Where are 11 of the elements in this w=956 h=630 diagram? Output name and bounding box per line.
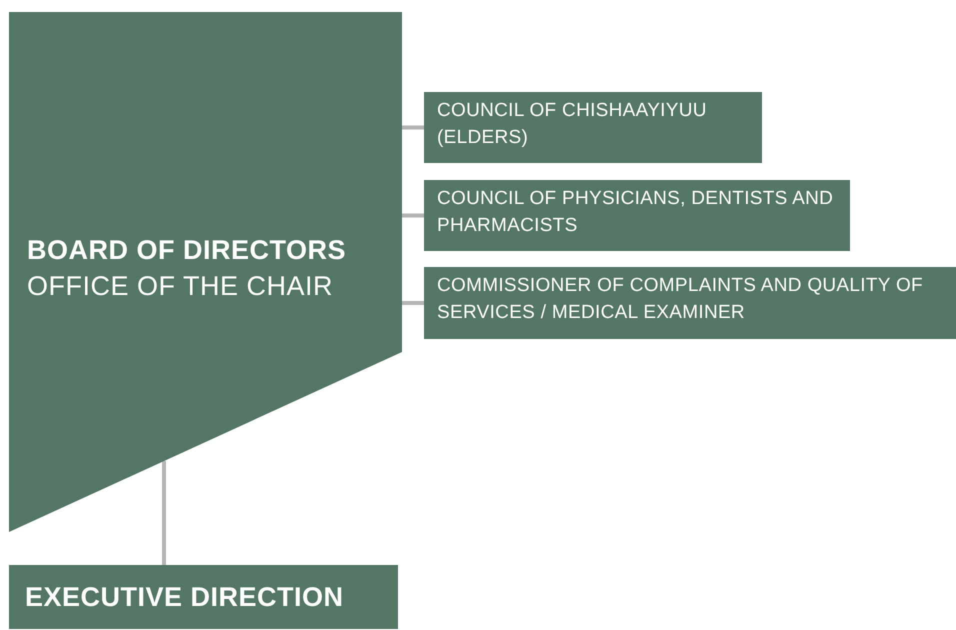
process-box: COMMISSIONER OF COMPLAINTS AND QUALITY OF SERVICES / MEDICAL EXAMINER [424,267,956,339]
connector-line [402,126,424,130]
board-subtitle: OFFICE OF THE CHAIR [27,270,334,303]
connector-line [402,214,424,218]
process-box: COUNCIL OF PHYSICIANS, DENTISTS AND PHARMACISTS [424,180,850,251]
process-box: COUNCIL OF CHISHAAYIYUU (ELDERS) [424,92,762,163]
connector-line [402,301,424,305]
board-title: BOARD OF DIRECTORS [27,234,348,267]
connector-line [162,461,166,565]
pentagon-shape [9,12,402,532]
process-box: EXECUTIVE DIRECTION [9,565,398,629]
